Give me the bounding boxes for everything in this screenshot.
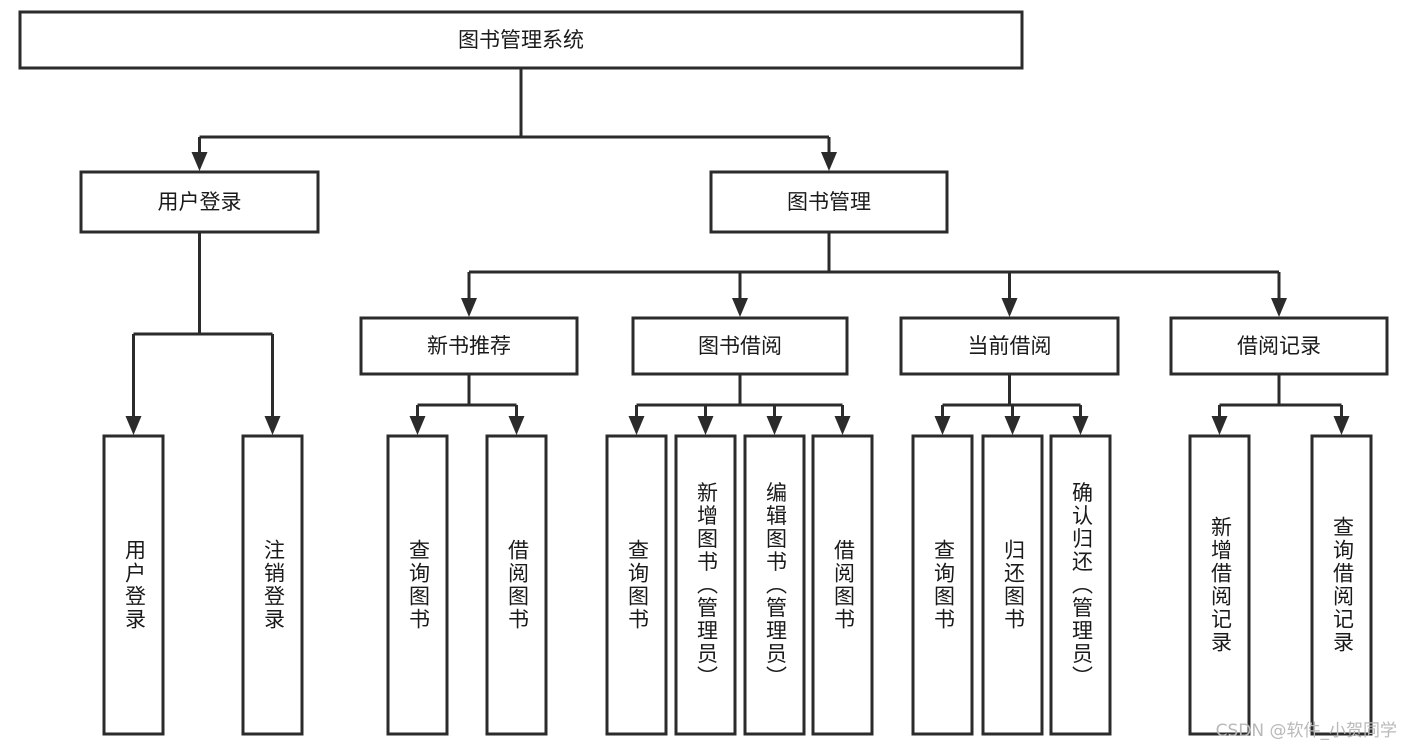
node-label-leaf-confirm-return-admin: 确认归还（管理员） xyxy=(1070,482,1094,689)
node-leaf-confirm-return-admin[interactable]: 确认归还（管理员） xyxy=(1049,434,1112,736)
node-leaf-query-borrow-record[interactable]: 查询借阅记录 xyxy=(1310,434,1373,736)
node-box-leaf-return-book[interactable] xyxy=(981,434,1044,736)
node-label-leaf-query-book-rec: 查询图书 xyxy=(407,539,431,631)
connector-user-login-to-leaves xyxy=(125,232,281,435)
node-leaf-borrow-book[interactable]: 借阅图书 xyxy=(811,434,874,736)
node-leaf-add-borrow-record[interactable]: 新增借阅记录 xyxy=(1188,434,1251,736)
arrow-head-icon xyxy=(191,152,208,171)
node-leaf-borrow-book-rec[interactable]: 借阅图书 xyxy=(485,434,548,736)
node-box-leaf-user-logout[interactable] xyxy=(241,434,304,736)
node-root[interactable]: 图书管理系统 xyxy=(18,10,1024,70)
node-box-leaf-add-borrow-record[interactable] xyxy=(1188,434,1251,736)
connector-book-borrow-to-leaves xyxy=(628,374,851,435)
arrow-head-icon xyxy=(264,416,281,435)
node-box-leaf-user-login[interactable] xyxy=(102,434,165,736)
node-label-leaf-query-book-cur: 查询图书 xyxy=(932,539,956,631)
arrow-head-icon xyxy=(821,152,837,171)
node-label-leaf-borrow-book-rec: 借阅图书 xyxy=(506,539,530,631)
node-label-leaf-query-book-borrow: 查询图书 xyxy=(626,539,650,631)
node-label-root: 图书管理系统 xyxy=(458,28,584,52)
node-user-login[interactable]: 用户登录 xyxy=(79,170,320,234)
node-box-borrow-record[interactable] xyxy=(1169,316,1389,376)
node-box-leaf-query-book-borrow[interactable] xyxy=(605,434,668,736)
node-box-leaf-query-borrow-record[interactable] xyxy=(1310,434,1373,736)
arrow-head-icon xyxy=(834,416,851,435)
arrow-head-icon xyxy=(125,416,142,435)
node-new-book-recommend[interactable]: 新书推荐 xyxy=(359,316,579,376)
arrow-head-icon xyxy=(1001,298,1018,317)
node-box-leaf-edit-book-admin[interactable] xyxy=(743,434,806,736)
node-layer: 图书管理系统用户登录图书管理新书推荐图书借阅当前借阅借阅记录用户登录注销登录查询… xyxy=(18,10,1389,736)
node-label-user-login: 用户登录 xyxy=(158,190,242,214)
arrow-head-icon xyxy=(628,416,645,435)
connector-book-manage-to-level2 xyxy=(461,232,1287,317)
node-leaf-query-book-cur[interactable]: 查询图书 xyxy=(911,434,974,736)
arrow-head-icon xyxy=(934,416,951,435)
arrow-head-icon xyxy=(766,416,783,435)
node-label-new-book-recommend: 新书推荐 xyxy=(427,334,511,358)
node-label-leaf-return-book: 归还图书 xyxy=(1002,539,1026,631)
node-leaf-user-logout[interactable]: 注销登录 xyxy=(241,434,304,736)
node-box-user-login[interactable] xyxy=(79,170,320,234)
node-leaf-return-book[interactable]: 归还图书 xyxy=(981,434,1044,736)
node-leaf-user-login[interactable]: 用户登录 xyxy=(102,434,165,736)
node-box-root[interactable] xyxy=(18,10,1024,70)
node-borrow-record[interactable]: 借阅记录 xyxy=(1169,316,1389,376)
node-leaf-query-book-rec[interactable]: 查询图书 xyxy=(386,434,449,736)
arrow-head-icon xyxy=(409,416,426,435)
node-box-current-borrow[interactable] xyxy=(899,316,1120,376)
node-label-book-borrow: 图书借阅 xyxy=(698,334,782,358)
node-label-book-manage: 图书管理 xyxy=(787,190,871,214)
arrow-head-icon xyxy=(1072,416,1089,435)
node-label-leaf-add-borrow-record: 新增借阅记录 xyxy=(1209,516,1233,654)
node-box-leaf-add-book-admin[interactable] xyxy=(674,434,737,736)
node-book-manage[interactable]: 图书管理 xyxy=(709,170,949,234)
node-box-leaf-query-book-cur[interactable] xyxy=(911,434,974,736)
node-label-leaf-user-logout: 注销登录 xyxy=(262,539,286,631)
node-label-current-borrow: 当前借阅 xyxy=(968,334,1052,358)
node-book-borrow[interactable]: 图书借阅 xyxy=(631,316,849,376)
node-leaf-edit-book-admin[interactable]: 编辑图书（管理员） xyxy=(743,434,806,736)
node-leaf-add-book-admin[interactable]: 新增图书（管理员） xyxy=(674,434,737,736)
arrow-head-icon xyxy=(1211,416,1228,435)
connector-borrow-record-to-leaves xyxy=(1211,374,1350,435)
node-current-borrow[interactable]: 当前借阅 xyxy=(899,316,1120,376)
connector-new-book-to-leaves xyxy=(409,374,525,435)
node-box-book-manage[interactable] xyxy=(709,170,949,234)
node-label-leaf-user-login: 用户登录 xyxy=(123,539,147,631)
node-box-leaf-confirm-return-admin[interactable] xyxy=(1049,434,1112,736)
connector-root-to-level1 xyxy=(191,68,837,171)
connector-layer xyxy=(125,68,1350,435)
connector-current-borrow-to-leaves xyxy=(934,374,1089,435)
arrow-head-icon xyxy=(461,298,477,317)
arrow-head-icon xyxy=(1333,416,1350,435)
node-box-new-book-recommend[interactable] xyxy=(359,316,579,376)
node-box-leaf-borrow-book[interactable] xyxy=(811,434,874,736)
node-label-leaf-add-book-admin: 新增图书（管理员） xyxy=(695,482,719,689)
node-box-book-borrow[interactable] xyxy=(631,316,849,376)
csdn-watermark: CSDN @软件_小贺同学 xyxy=(1215,721,1397,741)
node-leaf-query-book-borrow[interactable]: 查询图书 xyxy=(605,434,668,736)
arrow-head-icon xyxy=(697,416,714,435)
node-box-leaf-query-book-rec[interactable] xyxy=(386,434,449,736)
arrow-head-icon xyxy=(508,416,525,435)
arrow-head-icon xyxy=(1004,416,1021,435)
node-box-leaf-borrow-book-rec[interactable] xyxy=(485,434,548,736)
node-label-leaf-borrow-book: 借阅图书 xyxy=(832,539,856,631)
arrow-head-icon xyxy=(732,298,748,317)
arrow-head-icon xyxy=(1271,298,1287,317)
node-label-borrow-record: 借阅记录 xyxy=(1237,334,1321,358)
node-label-leaf-edit-book-admin: 编辑图书（管理员） xyxy=(764,482,788,689)
node-label-leaf-query-borrow-record: 查询借阅记录 xyxy=(1331,516,1355,654)
